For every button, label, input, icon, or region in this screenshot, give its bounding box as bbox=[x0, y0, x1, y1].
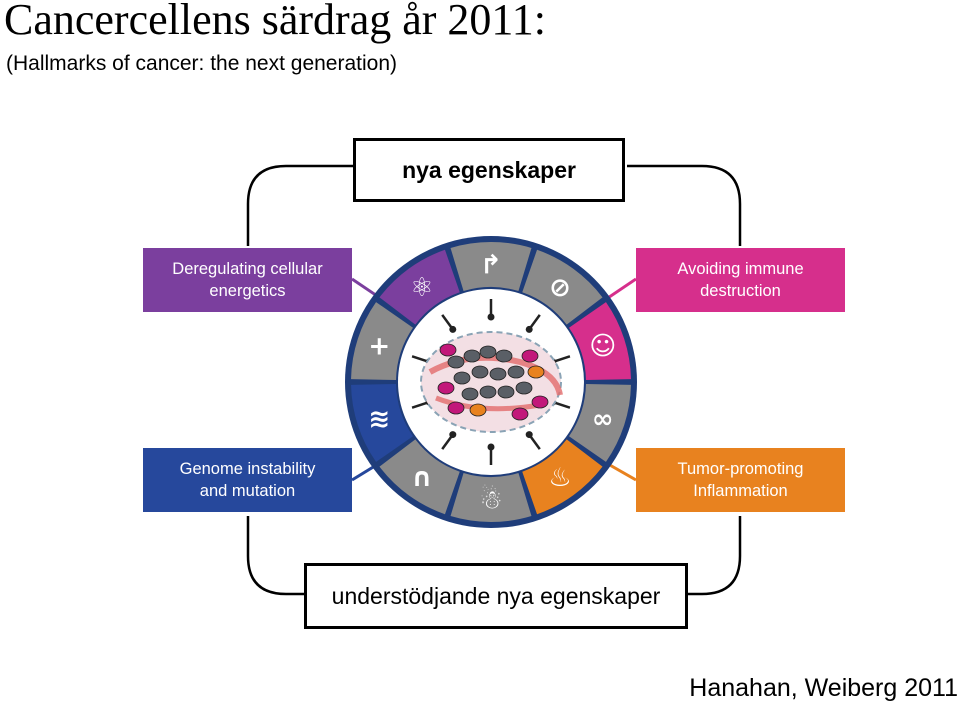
tumor-cell bbox=[531, 395, 549, 409]
svg-text:∩: ∩ bbox=[411, 463, 432, 493]
wheel-segment bbox=[450, 472, 532, 522]
growth-suppressor-icon: ⊘ bbox=[549, 273, 571, 303]
wheel-segment bbox=[379, 249, 460, 325]
svg-text:↱: ↱ bbox=[480, 251, 502, 281]
tumor-cell bbox=[447, 355, 465, 369]
tumor-cell bbox=[447, 401, 465, 415]
immune-cell-icon: ☺ bbox=[589, 332, 616, 362]
tumor-cell bbox=[497, 385, 515, 399]
svg-text:☃: ☃ bbox=[479, 484, 502, 516]
tumor-cell bbox=[527, 365, 545, 379]
wheel-segment bbox=[450, 242, 532, 292]
wheel-segment bbox=[351, 302, 413, 381]
citation: Hanahan, Weiberg 2011 bbox=[689, 674, 958, 702]
tumor-cell bbox=[515, 381, 533, 395]
hallmark-tumor-promoting-inflammation: Tumor-promoting Inflammation bbox=[636, 448, 845, 512]
svg-text:♨: ♨ bbox=[548, 463, 571, 493]
svg-text:∞: ∞ bbox=[592, 404, 614, 434]
svg-text:≋: ≋ bbox=[368, 404, 390, 434]
tumor-cell bbox=[495, 349, 513, 363]
inward-arrow-head bbox=[487, 313, 495, 321]
wheel-segment bbox=[351, 383, 413, 462]
inward-arrow-head bbox=[525, 431, 533, 439]
svg-text:⊘: ⊘ bbox=[549, 273, 571, 303]
tumor-cell bbox=[479, 385, 497, 399]
wheel-segment bbox=[379, 439, 460, 515]
hallmark-avoiding-immune-destruction: Avoiding immune destruction bbox=[636, 248, 845, 312]
bottom-label-box: understödjande nya egenskaper bbox=[304, 563, 688, 629]
tombstone-icon: ∩ bbox=[411, 463, 432, 493]
dna-icon: ≋ bbox=[368, 404, 390, 434]
tumor-cell bbox=[437, 381, 455, 395]
wheel-segment bbox=[522, 249, 603, 325]
page-title: Cancercellens särdrag år 2011: bbox=[4, 0, 547, 44]
svg-text:+: + bbox=[368, 332, 390, 362]
tumor-cell bbox=[521, 349, 539, 363]
tumor-cell bbox=[507, 365, 525, 379]
inward-arrow-head bbox=[449, 431, 457, 439]
wheel-segment bbox=[569, 383, 631, 462]
tumor-cell bbox=[463, 349, 481, 363]
hallmark-deregulating-energetics: Deregulating cellular energetics bbox=[143, 248, 352, 312]
plus-icon: + bbox=[368, 332, 390, 362]
inward-arrow-head bbox=[525, 325, 533, 333]
tumor-cell bbox=[461, 387, 479, 401]
hallmark-genome-instability: Genome instability and mutation bbox=[143, 448, 352, 512]
proliferation-arrow-icon: ↱ bbox=[480, 251, 502, 281]
wheel-segment bbox=[569, 302, 631, 381]
inward-arrow-head bbox=[449, 325, 457, 333]
tumor-cell bbox=[489, 367, 507, 381]
flame-icon: ♨ bbox=[548, 463, 571, 493]
tumor-cell bbox=[453, 371, 471, 385]
page-subtitle: (Hallmarks of cancer: the next generatio… bbox=[6, 52, 398, 75]
tumor-cell bbox=[471, 365, 489, 379]
tumor-cell bbox=[479, 345, 497, 359]
atom-icon: ⚛ bbox=[410, 273, 433, 303]
infinity-icon: ∞ bbox=[592, 404, 614, 434]
inward-arrow-head bbox=[487, 443, 495, 451]
svg-text:☺: ☺ bbox=[589, 332, 616, 362]
tumor-illustration bbox=[420, 331, 563, 433]
wheel-segment bbox=[522, 439, 603, 515]
tumor-cell bbox=[439, 343, 457, 357]
tumor-cell bbox=[511, 407, 529, 421]
top-label-box: nya egenskaper bbox=[353, 138, 625, 202]
svg-text:⚛: ⚛ bbox=[410, 273, 433, 303]
tumor-cell bbox=[469, 403, 487, 417]
ghost-icon: ☃ bbox=[479, 484, 502, 516]
